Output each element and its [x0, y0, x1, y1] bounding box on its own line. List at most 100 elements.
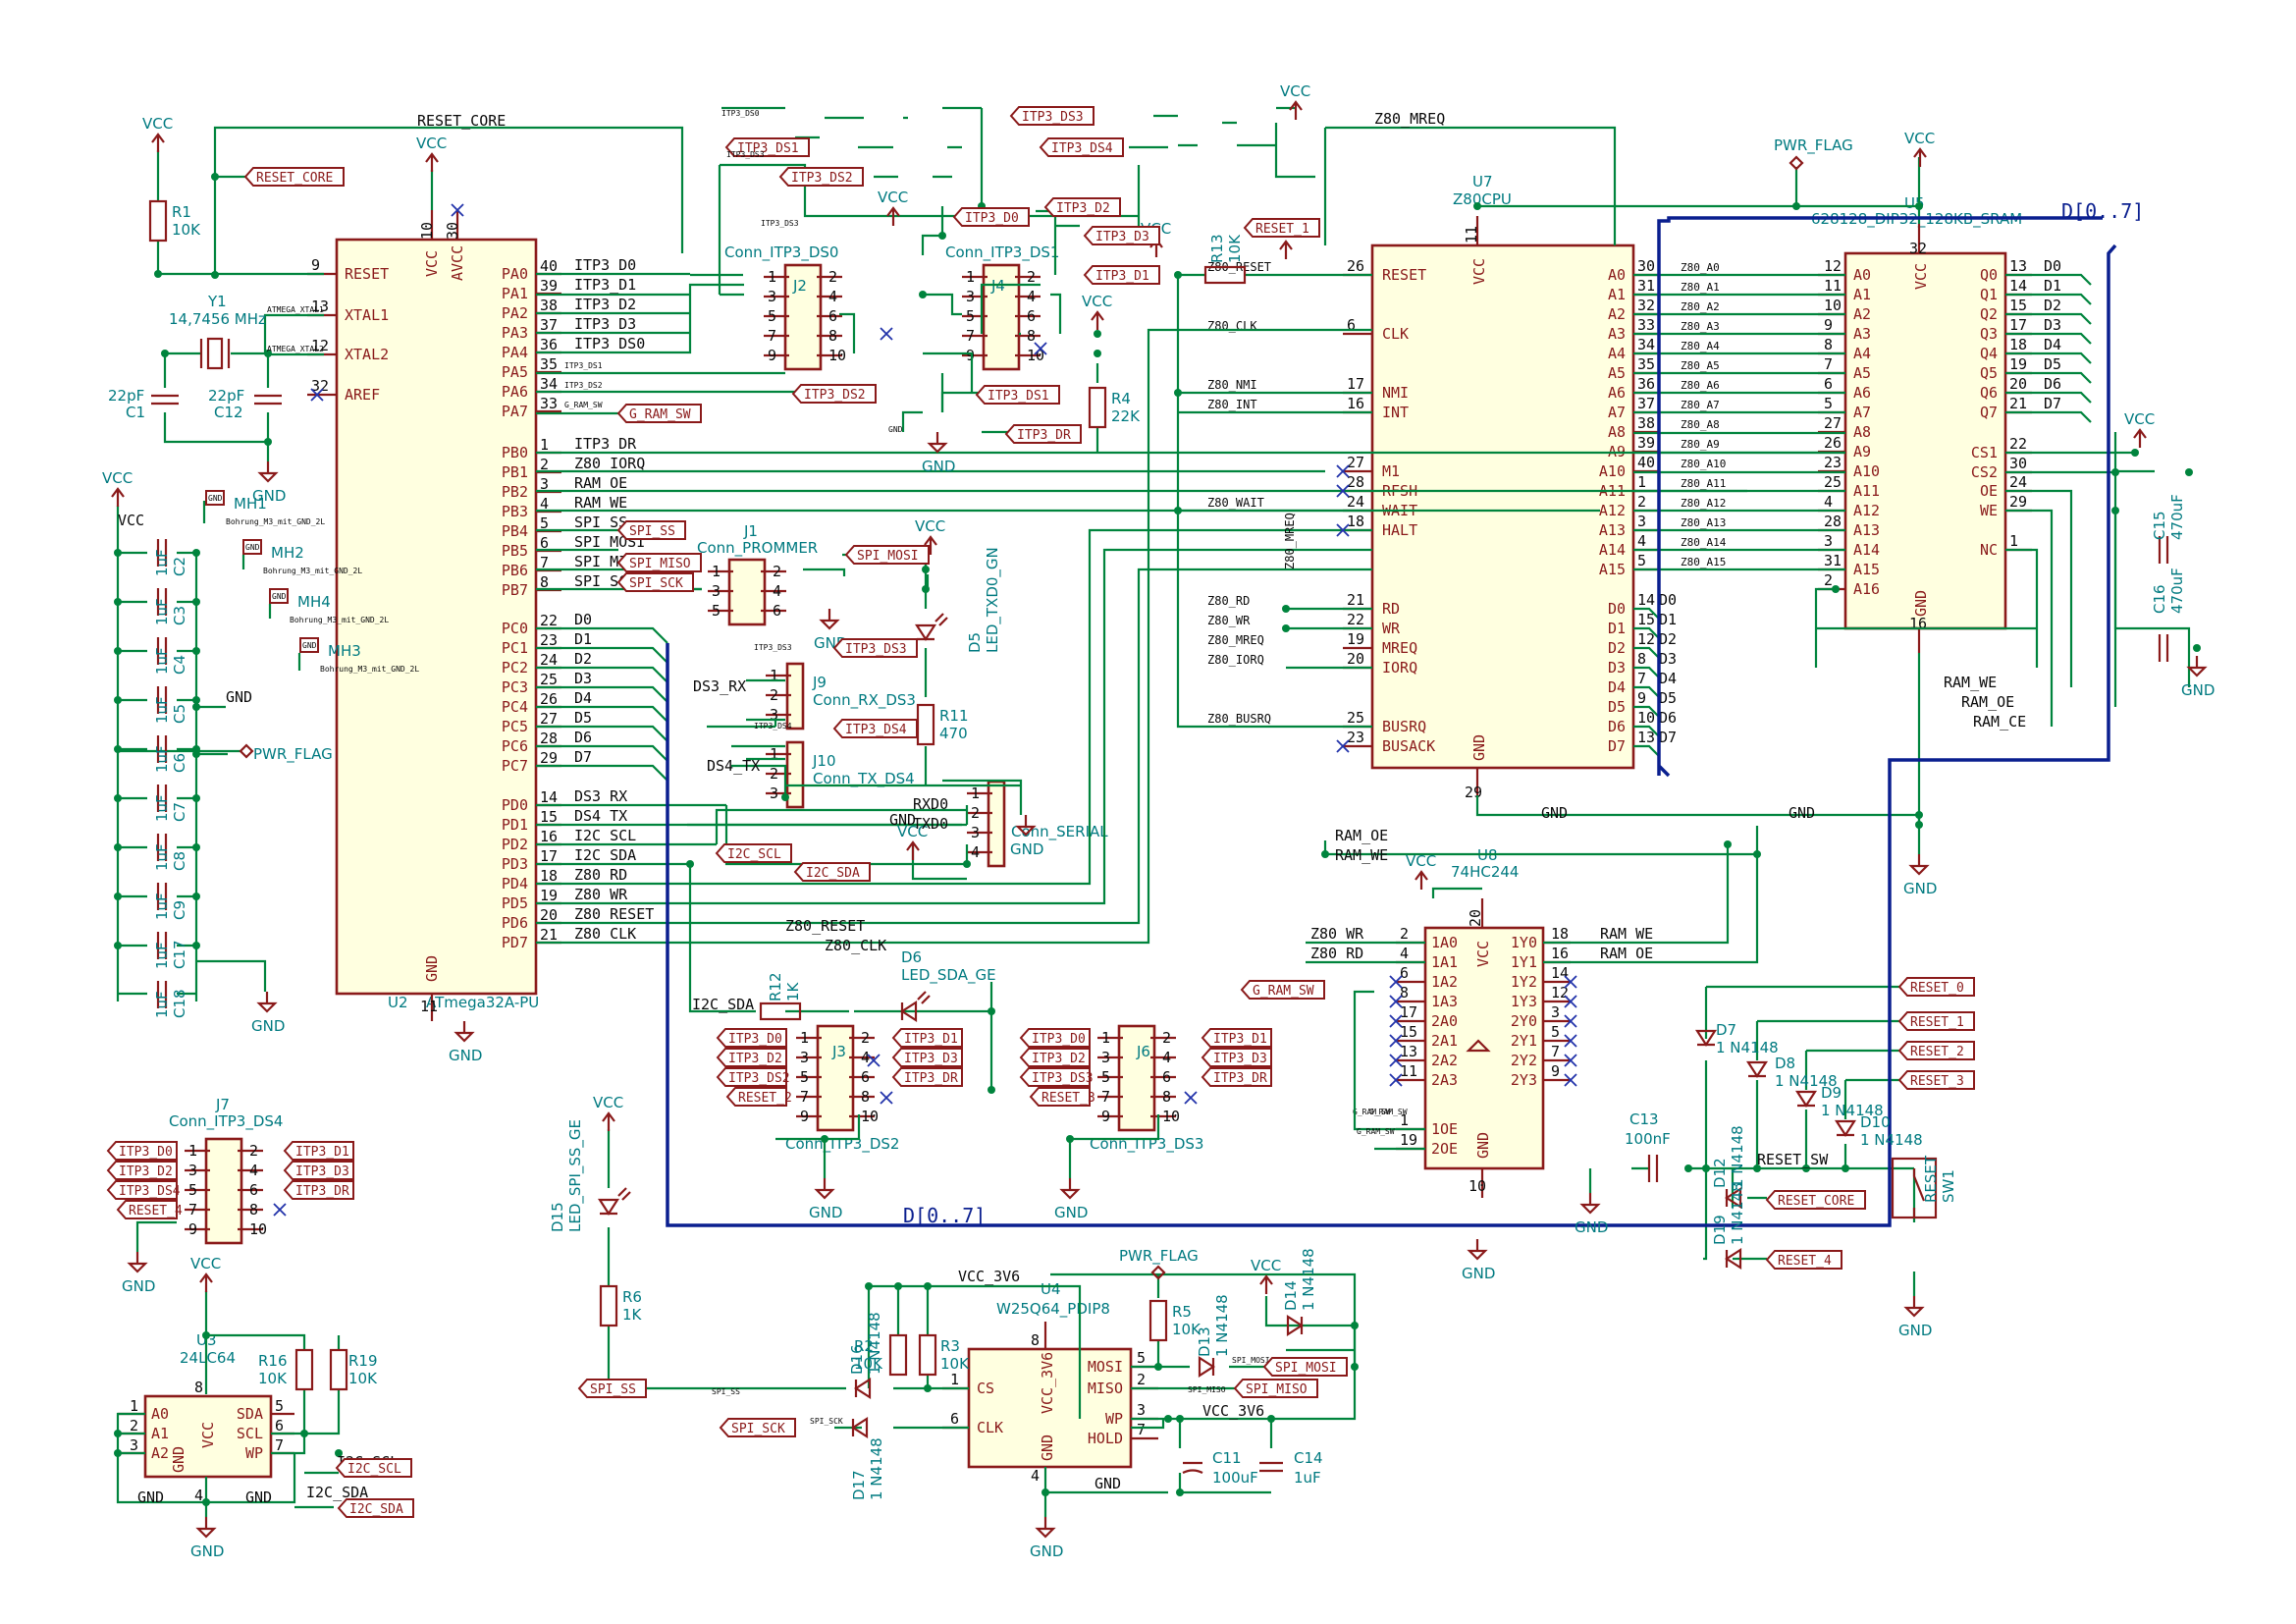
u2-net-itp3_ds1: ITP3_DS1 [564, 361, 603, 370]
u8-pin-14: 14 [1551, 964, 1569, 982]
u2-pin-25: 25 [540, 671, 558, 688]
j3-rtag-1-box [891, 1048, 963, 1067]
junction-50 [924, 1384, 932, 1392]
junction-82 [1164, 1415, 1172, 1423]
u2-pin-label-PB3: PB3 [502, 503, 528, 520]
junction-73 [963, 860, 971, 868]
junction-9 [114, 696, 122, 704]
junction-29 [1174, 389, 1182, 397]
u7-pin-39: 39 [1637, 434, 1655, 452]
j3-pin-9: 9 [800, 1108, 809, 1125]
u5-pin-label-Q6: Q6 [1980, 384, 1998, 402]
junction-39 [2111, 468, 2119, 476]
cap-c17-value: 1uF [153, 942, 171, 969]
tag-22-text: ITP3_D2 [1056, 201, 1110, 216]
d14-symbol [1286, 1314, 1305, 1337]
vcc-7-arrow [924, 535, 937, 546]
cap-c8-value: 1uF [153, 843, 171, 871]
mh-pad-1 [242, 539, 262, 555]
j3-rtag-0-text: ITP3_D1 [904, 1032, 958, 1047]
no-connect-0 [310, 388, 324, 402]
junction-1 [211, 271, 219, 279]
r2-ref: R2 [854, 1337, 874, 1355]
mh-pad-0 [205, 490, 225, 506]
u2-pin-5: 5 [540, 514, 549, 532]
j1-ref: J1 [743, 522, 758, 540]
cap-c2-ref: C2 [171, 557, 188, 576]
tag-20-box [335, 1458, 412, 1478]
tag-17-box [719, 1418, 796, 1437]
d12-symbol [1724, 1186, 1742, 1210]
u7-pin-19: 19 [1347, 630, 1364, 648]
j1-pin-5: 5 [712, 602, 721, 620]
vcc-10-arrow [602, 1111, 615, 1122]
junction-81 [1094, 330, 1101, 338]
u8-pin-label-1Y1: 1Y1 [1511, 953, 1537, 971]
tag-15-box [793, 862, 871, 882]
junction-66 [202, 1498, 210, 1506]
u7-pin-label-A15: A15 [1599, 561, 1626, 578]
u7-net-z80_int: Z80_INT [1207, 398, 1257, 411]
u5-pin-label-A2: A2 [1853, 305, 1871, 323]
no-connect-22 [273, 1203, 287, 1217]
r5-ref: R5 [1172, 1303, 1192, 1321]
u2-net-d5: D5 [574, 709, 592, 727]
u2-pin-32: 32 [311, 377, 329, 395]
wires [116, 106, 2191, 1517]
u2-pin-label-RESET: RESET [345, 265, 389, 283]
j7-pin-6: 6 [249, 1181, 258, 1199]
j7-ltag-1-text: ITP3_D2 [119, 1164, 173, 1179]
j3-pin-4: 4 [861, 1049, 870, 1066]
u2-pin-17: 17 [540, 847, 558, 865]
net-tags: RESET_CORERESET_1RESET_0RESET_1RESET_2RE… [106, 106, 1975, 1518]
junction-31 [1282, 605, 1290, 613]
j4-value: Conn_ITP3_DS1 [945, 244, 1059, 262]
u7-pin-6: 6 [1347, 316, 1356, 334]
tag-29-box [1009, 106, 1095, 126]
j3-pin-5: 5 [800, 1068, 809, 1086]
d9-ref: D9 [1821, 1084, 1842, 1102]
vcc-3-arrow [1279, 240, 1293, 250]
vcc-5-arrow [2133, 428, 2147, 439]
j7-body [204, 1137, 243, 1245]
gnd-3-label: GND [809, 1204, 842, 1221]
j2-pin-2: 2 [828, 268, 837, 286]
junction-74 [1321, 850, 1329, 858]
u2-net-itp3_d2: ITP3_D2 [574, 296, 636, 313]
j3-pin-8: 8 [861, 1088, 870, 1106]
pwr-flag-bottom-symbol [1150, 1265, 1166, 1280]
c1-value: 22pF [108, 387, 144, 405]
r19-ref: R19 [348, 1352, 378, 1370]
mh-pad-label-2: GND [272, 592, 287, 601]
tag-4-box [1897, 1041, 1975, 1060]
u5-pin-label-A8: A8 [1853, 423, 1871, 441]
r2-value: 10K [854, 1355, 883, 1373]
no-connect-markers [273, 203, 1577, 1217]
u2-net-itp3_dr: ITP3_DR [574, 435, 637, 453]
junction-23 [192, 942, 200, 949]
junction-22 [192, 893, 200, 900]
u8-pin-label-1Y3: 1Y3 [1511, 993, 1537, 1010]
j4-pin-4: 4 [1027, 288, 1036, 305]
u4-pin-label-MISO: MISO [1088, 1380, 1123, 1397]
vcc-2-label: VCC [102, 469, 133, 487]
u2-pin-20: 20 [540, 906, 558, 924]
junction-46 [1802, 1164, 1810, 1172]
j3-ltag-0-text: ITP3_D0 [728, 1032, 782, 1047]
u5-pin-label-A9: A9 [1853, 443, 1871, 460]
j-serial-pin-num-1: 2 [971, 804, 980, 822]
j3-ltag-3-box [725, 1087, 787, 1107]
u8-pin-label-2A0: 2A0 [1431, 1012, 1458, 1030]
u7-pin-label-CLK: CLK [1382, 325, 1409, 343]
j6-ltag-0-box [1019, 1028, 1091, 1048]
j3-ref: J3 [831, 1043, 846, 1060]
u5-pin-label-A12: A12 [1853, 502, 1880, 519]
tag-9-text: SPI_MOSI [857, 549, 919, 564]
xtal2-net: ATMEGA_XTAL2 [267, 345, 324, 353]
u5-pin-23: 23 [1824, 454, 1842, 471]
u2-net-ram_oe: RAM_OE [574, 474, 627, 492]
u7-pin-23: 23 [1347, 729, 1364, 746]
junction-37 [1915, 811, 1923, 819]
d13-ref: D13 [1196, 1326, 1213, 1357]
